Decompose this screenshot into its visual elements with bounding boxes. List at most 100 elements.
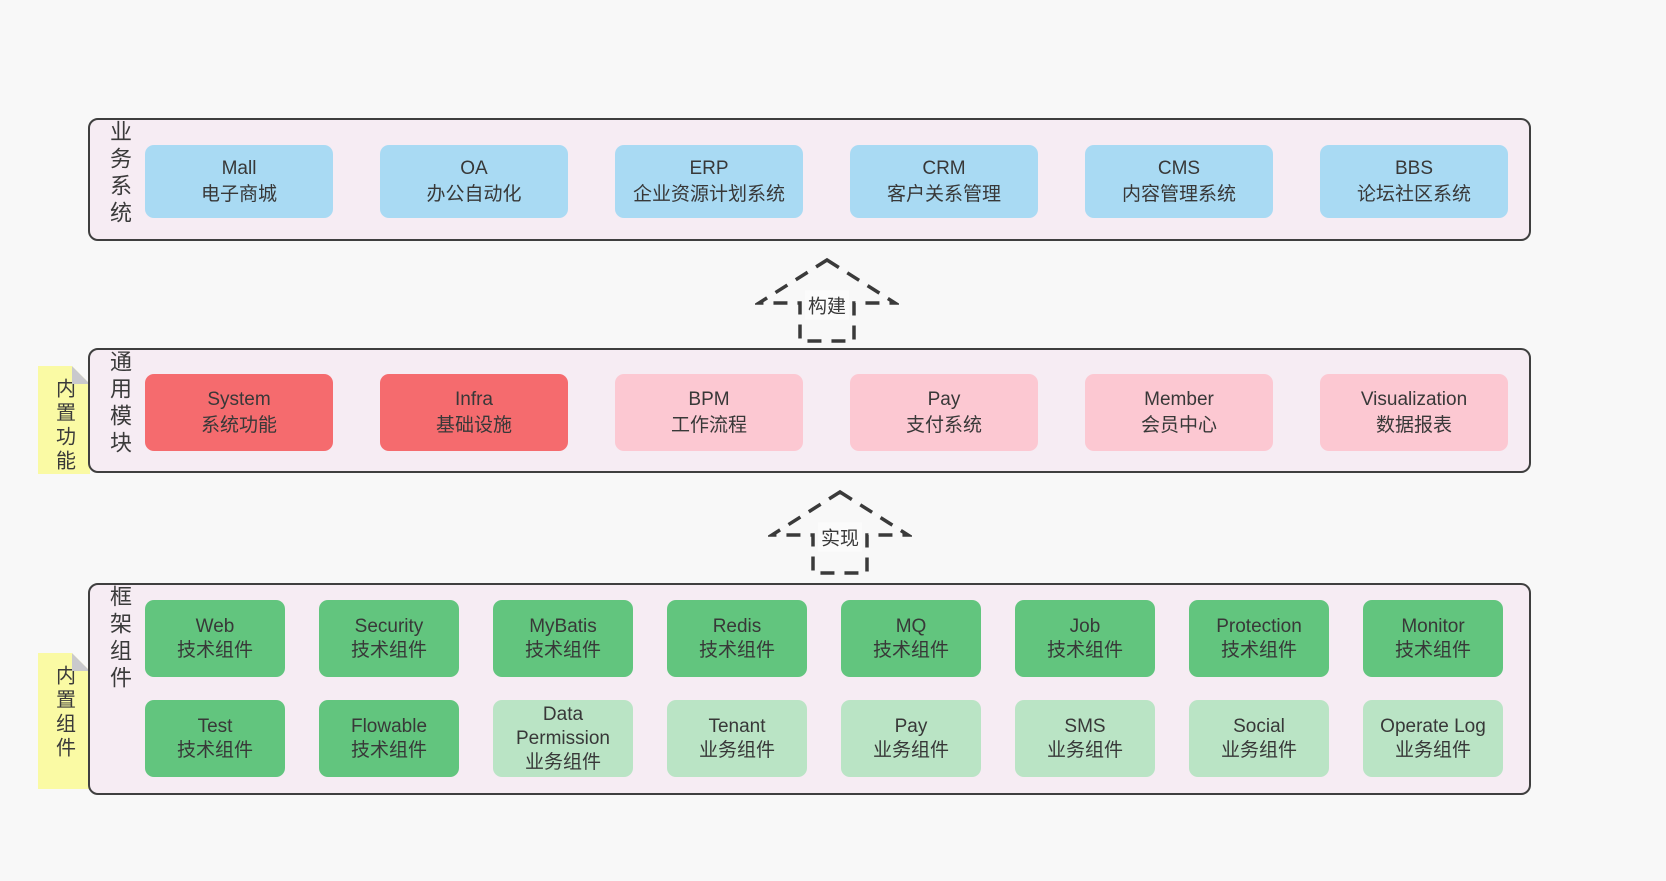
- box-desc: 工作流程: [670, 414, 747, 436]
- box-desc: 技术组件: [350, 739, 427, 761]
- section-label: 业务系统: [107, 120, 132, 228]
- box-name: MyBatis: [529, 615, 597, 637]
- box-desc: 电子商城: [200, 183, 277, 205]
- box-desc: 办公自动化: [426, 183, 522, 205]
- box-desc: 内容管理系统: [1121, 183, 1236, 205]
- box-name: MQ: [895, 615, 927, 637]
- box-name: CMS: [1157, 157, 1201, 179]
- box-name: Monitor: [1401, 615, 1465, 637]
- box-redis: Redis 技术组件: [667, 600, 807, 677]
- box-name: Redis: [712, 615, 762, 637]
- box-security: Security 技术组件: [319, 600, 459, 677]
- box-data-permission: Data Permission 业务组件: [493, 700, 633, 777]
- build-arrow: 构建: [755, 256, 899, 344]
- box-desc: 业务组件: [524, 751, 601, 773]
- note-built-in-features: 内置功能: [38, 366, 90, 474]
- box-desc: 业务组件: [1220, 739, 1297, 761]
- box-pay-component: Pay 业务组件: [841, 700, 981, 777]
- box-protection: Protection 技术组件: [1189, 600, 1329, 677]
- box-desc: 数据报表: [1375, 414, 1452, 436]
- box-sms: SMS 业务组件: [1015, 700, 1155, 777]
- box-name: Protection: [1216, 615, 1302, 637]
- box-desc: 技术组件: [176, 639, 253, 661]
- box-name: SMS: [1064, 715, 1106, 737]
- box-name: Web: [195, 615, 235, 637]
- box-desc: 技术组件: [1046, 639, 1123, 661]
- box-name: Infra: [454, 388, 494, 410]
- business-systems-section: 业务系统 Mall 电子商城 OA 办公自动化 ERP 企业资源计划系统 CRM…: [88, 118, 1531, 241]
- box-desc: 论坛社区系统: [1356, 183, 1471, 205]
- box-desc: 会员中心: [1140, 414, 1217, 436]
- box-desc: 业务组件: [872, 739, 949, 761]
- box-test: Test 技术组件: [145, 700, 285, 777]
- box-name: Mall: [221, 157, 257, 179]
- box-desc: 业务组件: [1046, 739, 1123, 761]
- box-social: Social 业务组件: [1189, 700, 1329, 777]
- box-desc: 技术组件: [524, 639, 601, 661]
- box-name: BBS: [1394, 157, 1434, 179]
- box-name: ERP: [689, 157, 729, 179]
- box-pay: Pay 支付系统: [850, 374, 1038, 451]
- box-name: Tenant: [708, 715, 766, 737]
- box-erp: ERP 企业资源计划系统: [615, 145, 803, 218]
- box-desc: 支付系统: [905, 414, 982, 436]
- note-text: 内置功能: [52, 378, 75, 474]
- box-operate-log: Operate Log 业务组件: [1363, 700, 1503, 777]
- box-mq: MQ 技术组件: [841, 600, 981, 677]
- components-box-row-2: Test 技术组件 Flowable 技术组件 Data Permission …: [145, 700, 1503, 777]
- section-label: 通用模块: [107, 350, 132, 458]
- components-box-row-1: Web 技术组件 Security 技术组件 MyBatis 技术组件 Redi…: [145, 600, 1503, 677]
- box-oa: OA 办公自动化: [380, 145, 568, 218]
- common-modules-section: 通用模块 System 系统功能 Infra 基础设施 BPM 工作流程 Pay…: [88, 348, 1531, 473]
- box-name: Test: [197, 715, 233, 737]
- box-desc: 客户关系管理: [886, 183, 1001, 205]
- box-name: Job: [1069, 615, 1101, 637]
- box-name: Flowable: [350, 715, 428, 737]
- modules-box-row: System 系统功能 Infra 基础设施 BPM 工作流程 Pay 支付系统…: [145, 374, 1508, 451]
- box-visualization: Visualization 数据报表: [1320, 374, 1508, 451]
- box-mybatis: MyBatis 技术组件: [493, 600, 633, 677]
- box-desc: 技术组件: [872, 639, 949, 661]
- box-desc: 基础设施: [435, 414, 512, 436]
- box-desc: 技术组件: [698, 639, 775, 661]
- box-name: Data Permission: [516, 703, 610, 749]
- box-infra: Infra 基础设施: [380, 374, 568, 451]
- section-label: 框架组件: [107, 585, 132, 693]
- box-bbs: BBS 论坛社区系统: [1320, 145, 1508, 218]
- box-name: Pay: [894, 715, 928, 737]
- box-name: System: [207, 388, 271, 410]
- box-desc: 业务组件: [1394, 739, 1471, 761]
- box-desc: 技术组件: [350, 639, 427, 661]
- box-desc: 技术组件: [176, 739, 253, 761]
- note-built-in-components: 内置组件: [38, 653, 90, 789]
- arrow-label: 构建: [804, 290, 850, 320]
- box-member: Member 会员中心: [1085, 374, 1273, 451]
- box-name: Visualization: [1360, 388, 1468, 410]
- box-desc: 技术组件: [1394, 639, 1471, 661]
- box-desc: 业务组件: [698, 739, 775, 761]
- box-job: Job 技术组件: [1015, 600, 1155, 677]
- box-desc: 系统功能: [200, 414, 277, 436]
- box-desc: 技术组件: [1220, 639, 1297, 661]
- implement-arrow: 实现: [768, 488, 912, 576]
- box-web: Web 技术组件: [145, 600, 285, 677]
- box-flowable: Flowable 技术组件: [319, 700, 459, 777]
- box-name: Member: [1144, 388, 1214, 410]
- arrow-label: 实现: [817, 522, 863, 552]
- box-name: Operate Log: [1380, 715, 1486, 737]
- box-name: CRM: [922, 157, 966, 179]
- box-desc: 企业资源计划系统: [632, 183, 785, 205]
- box-name: Social: [1233, 715, 1285, 737]
- business-box-row: Mall 电子商城 OA 办公自动化 ERP 企业资源计划系统 CRM 客户关系…: [145, 145, 1508, 218]
- box-name: OA: [460, 157, 488, 179]
- note-text: 内置组件: [52, 665, 75, 761]
- box-monitor: Monitor 技术组件: [1363, 600, 1503, 677]
- box-system: System 系统功能: [145, 374, 333, 451]
- box-tenant: Tenant 业务组件: [667, 700, 807, 777]
- framework-components-section: 框架组件 Web 技术组件 Security 技术组件 MyBatis 技术组件…: [88, 583, 1531, 795]
- box-cms: CMS 内容管理系统: [1085, 145, 1273, 218]
- box-mall: Mall 电子商城: [145, 145, 333, 218]
- box-bpm: BPM 工作流程: [615, 374, 803, 451]
- box-name: BPM: [688, 388, 730, 410]
